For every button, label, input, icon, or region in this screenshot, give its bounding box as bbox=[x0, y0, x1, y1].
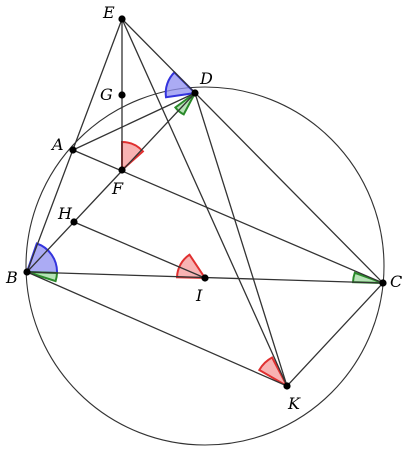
point-g bbox=[118, 91, 126, 99]
segment-b-k bbox=[26, 271, 288, 387]
points bbox=[23, 15, 387, 390]
circumcircle bbox=[25, 86, 385, 446]
point-a bbox=[69, 146, 77, 154]
angle-mark-k-red bbox=[257, 356, 290, 389]
angle-mark-f-red bbox=[121, 140, 145, 173]
point-c bbox=[379, 279, 387, 287]
point-i bbox=[201, 274, 209, 282]
label-f: F bbox=[111, 179, 124, 198]
angle-mark-d-blue bbox=[164, 70, 198, 99]
point-f bbox=[118, 166, 126, 174]
label-d: D bbox=[199, 69, 213, 88]
segment-a-d bbox=[72, 92, 196, 151]
angle-mark-i-red bbox=[175, 253, 207, 280]
segment-e-k bbox=[121, 18, 288, 387]
segment-e-c bbox=[121, 18, 384, 284]
segment-b-d bbox=[26, 92, 196, 273]
label-i: I bbox=[195, 286, 203, 305]
label-e: E bbox=[102, 3, 115, 22]
label-b: B bbox=[5, 268, 18, 287]
point-h bbox=[70, 218, 78, 226]
segment-d-k bbox=[194, 92, 288, 387]
point-labels: E G D A F H B I C K bbox=[5, 3, 402, 413]
label-a: A bbox=[50, 135, 64, 154]
segment-e-b bbox=[26, 18, 123, 273]
point-e bbox=[118, 15, 126, 23]
segments bbox=[26, 18, 384, 387]
label-k: K bbox=[287, 394, 301, 413]
point-b bbox=[23, 268, 31, 276]
label-h: H bbox=[57, 204, 73, 223]
label-g: G bbox=[100, 85, 113, 104]
segment-k-c bbox=[286, 282, 384, 387]
label-c: C bbox=[390, 272, 402, 291]
segment-h-i bbox=[73, 221, 206, 279]
point-d bbox=[191, 89, 199, 97]
point-k bbox=[283, 382, 291, 390]
